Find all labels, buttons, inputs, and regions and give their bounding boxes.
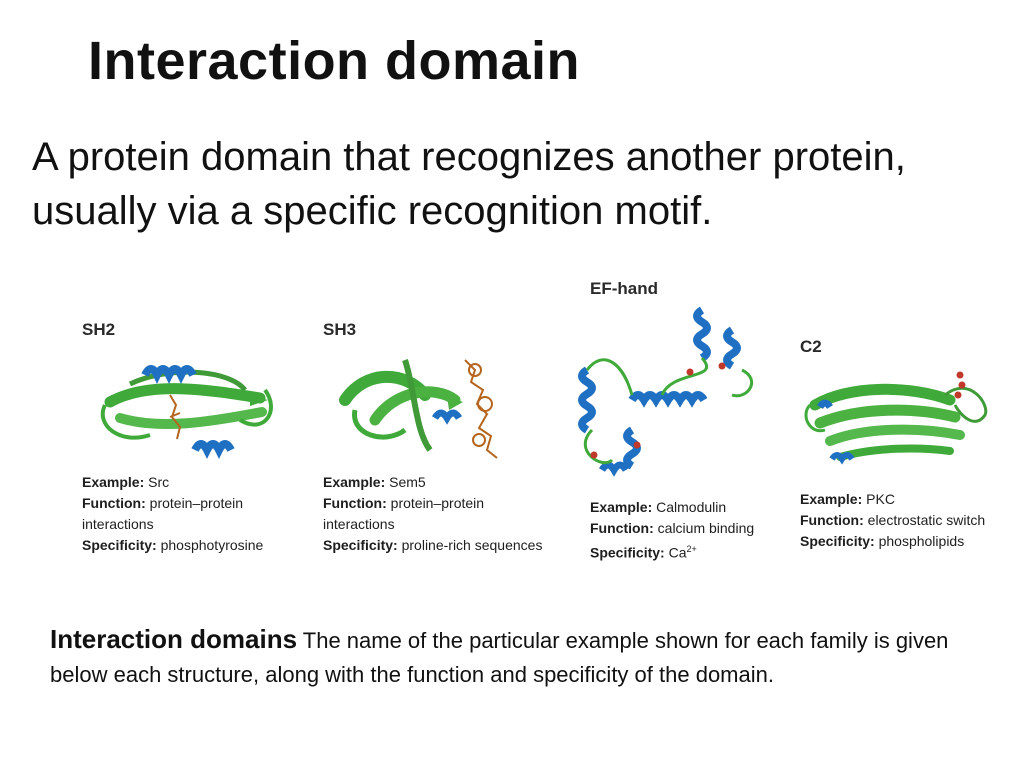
sh2-title: SH2 (82, 320, 116, 339)
ef-hand-info: Example: Calmodulin Function: calcium bi… (590, 499, 755, 561)
c2-info: Example: PKC Function: electrostatic swi… (800, 491, 986, 549)
sh2-info: Example: Src Function: protein–protein i… (82, 474, 264, 553)
slide-subtitle: A protein domain that recognizes another… (32, 135, 906, 233)
ef-hand-structure-illustration (578, 306, 754, 477)
sh3-title: SH3 (323, 320, 357, 339)
sh2-structure-illustration (100, 365, 273, 459)
figure-caption: Interaction domains The name of the part… (50, 622, 990, 692)
c2-structure-illustration (804, 371, 988, 465)
sh3-structure-illustration (339, 359, 498, 459)
caption-bold: Interaction domains (50, 624, 298, 654)
ef-hand-title: EF-hand (590, 279, 658, 298)
caption-text: The name of the particular example shown… (50, 628, 949, 687)
sh3-info: Example: Sem5 Function: protein–protein … (323, 474, 543, 553)
c2-title: C2 (800, 337, 822, 356)
slide-title: Interaction domain (88, 31, 581, 91)
